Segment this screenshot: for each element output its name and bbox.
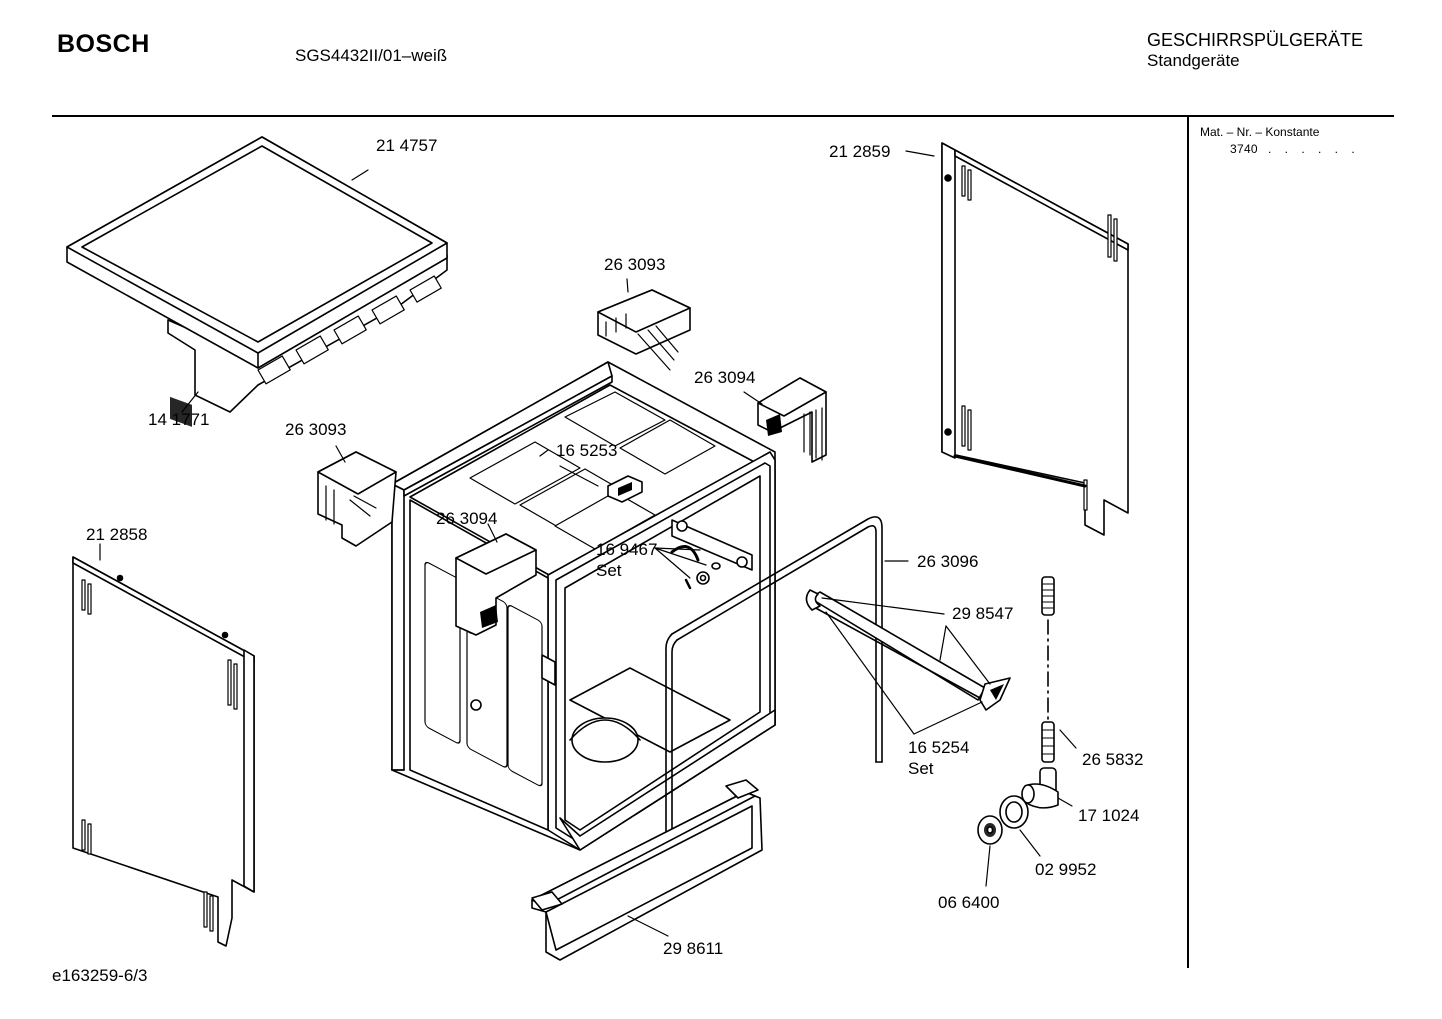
part-label-165253: 16 5253: [556, 441, 618, 460]
leader-lines: [99, 150, 1077, 937]
bracket-263093-left: [317, 451, 397, 547]
bracket-263093-upper: [597, 289, 691, 371]
part-label-169467-note: Set: [596, 561, 622, 580]
part-label-066400: 06 6400: [938, 893, 1000, 912]
part-label-298611: 29 8611: [663, 939, 724, 958]
drain-cap: [977, 815, 1003, 845]
pump-fitting: [1021, 767, 1059, 809]
part-label-265832: 26 5832: [1082, 750, 1144, 769]
part-label-214757: 21 4757: [376, 136, 438, 155]
part-label-212859: 21 2859: [829, 142, 891, 161]
part-label-165254: 16 5254: [908, 738, 970, 757]
part-label-169467: 16 9467: [596, 540, 658, 559]
bracket-263094-left: [455, 533, 537, 636]
part-label-298547: 29 8547: [952, 604, 1014, 623]
category-subtitle: Standgeräte: [1147, 51, 1240, 70]
drain-hose: [1041, 576, 1055, 763]
part-label-263094-left: 26 3094: [436, 509, 498, 528]
category-title: GESCHIRRSPÜLGERÄTE: [1147, 30, 1364, 50]
material-number-value: 3740: [1230, 142, 1258, 156]
part-label-029952: 02 9952: [1035, 860, 1097, 879]
drawing-id: e163259-6/3: [52, 966, 148, 985]
top-clip-part: [607, 475, 643, 503]
part-label-165254-note: Set: [908, 759, 934, 778]
small-set-parts: [670, 545, 721, 590]
model-number: SGS4432II/01–weiß: [295, 46, 448, 65]
part-label-263093-upper: 26 3093: [604, 255, 666, 274]
rail-assembly: [805, 589, 1011, 711]
right-side-panel: [941, 142, 1129, 536]
part-label-263096: 26 3096: [917, 552, 979, 571]
tub-body: [391, 361, 776, 851]
part-label-171024: 17 1024: [1078, 806, 1140, 825]
brand-logo: BOSCH: [57, 30, 150, 58]
plinth-panel: [531, 779, 763, 961]
door-seal-frame: [665, 516, 883, 891]
part-label-263093-left: 26 3093: [285, 420, 347, 439]
worktop-cover: [66, 136, 448, 427]
part-label-212858: 21 2858: [86, 525, 148, 544]
material-number-dots: . . . . . .: [1268, 142, 1360, 156]
seal-ring: [999, 795, 1029, 829]
material-number-heading: Mat. – Nr. – Konstante: [1200, 125, 1320, 139]
part-label-141771: 14 1771: [148, 410, 210, 429]
bracket-263094-upper: [757, 377, 827, 463]
side-panel-divider: [1187, 116, 1189, 968]
header-divider: [52, 115, 1394, 117]
left-side-panel: [72, 556, 255, 947]
part-label-263094-upper: 26 3094: [694, 368, 756, 387]
